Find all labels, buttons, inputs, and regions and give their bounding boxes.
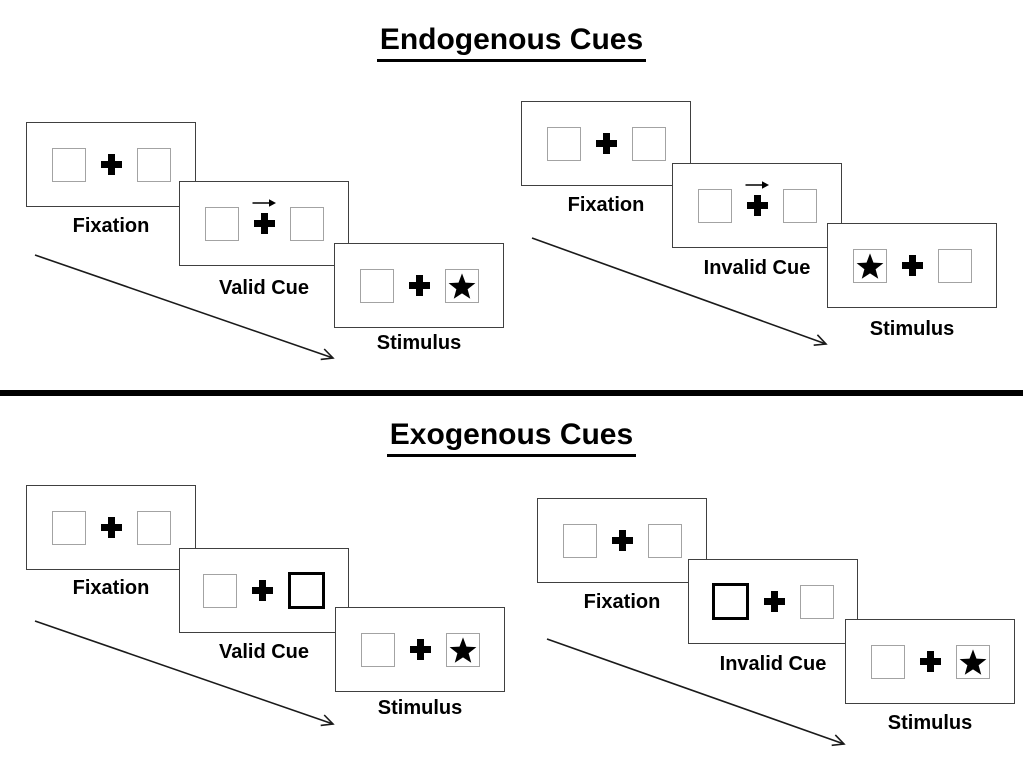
exogenous-valid-fixation-panel xyxy=(26,485,196,570)
fixation-cross-wrap xyxy=(901,255,923,276)
fixation-cross-wrap xyxy=(252,199,276,234)
plus-icon xyxy=(100,154,122,175)
exogenous-section-title: Exogenous Cues xyxy=(0,417,1023,457)
panel-label: Stimulus xyxy=(869,318,955,340)
panel-label: Valid Cue xyxy=(218,641,310,663)
endogenous-valid-stimulus-panel xyxy=(334,243,504,328)
fixation-cross-wrap xyxy=(595,133,617,154)
plus-icon xyxy=(595,133,617,154)
plus-icon xyxy=(253,213,275,234)
exogenous-invalid-fixation-panel xyxy=(537,498,707,583)
panel-label: Fixation xyxy=(583,591,661,613)
right-target-box xyxy=(445,632,480,667)
panel-label: Invalid Cue xyxy=(719,653,827,675)
right-arrow-icon xyxy=(745,181,769,189)
right-arrow-icon xyxy=(252,199,276,207)
panel-label: Fixation xyxy=(72,577,150,599)
plus-icon xyxy=(252,580,273,601)
panel-label: Valid Cue xyxy=(218,277,310,299)
exogenous-invalid-stimulus-panel xyxy=(845,619,1015,704)
exogenous-valid-stimulus-panel xyxy=(335,607,505,692)
star-icon xyxy=(448,272,475,299)
panel-label: Stimulus xyxy=(376,332,462,354)
right-placeholder-box xyxy=(631,126,666,161)
star-icon xyxy=(856,252,883,279)
right-placeholder-box xyxy=(136,147,171,182)
right-cue-box xyxy=(288,572,325,609)
endogenous-invalid-cue-panel xyxy=(672,163,842,248)
plus-icon xyxy=(746,195,768,216)
section-divider xyxy=(0,390,1023,396)
fixation-cross-wrap xyxy=(100,154,122,175)
fixation-cross-wrap xyxy=(611,530,633,551)
endogenous-valid-fixation-panel xyxy=(26,122,196,207)
right-placeholder-box xyxy=(647,523,682,558)
panel-label: Invalid Cue xyxy=(703,257,811,279)
right-placeholder-box xyxy=(289,206,324,241)
endogenous-section-title: Endogenous Cues xyxy=(0,22,1023,62)
right-placeholder-box xyxy=(800,584,834,619)
plus-icon xyxy=(100,517,122,538)
right-target-box xyxy=(444,268,479,303)
timeline-arrow xyxy=(34,254,335,361)
left-placeholder-box xyxy=(51,510,86,545)
right-placeholder-box xyxy=(937,248,972,283)
endogenous-invalid-stimulus-panel xyxy=(827,223,997,308)
fixation-cross-wrap xyxy=(919,651,941,672)
star-icon xyxy=(959,648,986,675)
left-placeholder-box xyxy=(360,632,395,667)
endogenous-section-title-text: Endogenous Cues xyxy=(376,22,647,62)
left-placeholder-box xyxy=(870,644,905,679)
fixation-cross-wrap xyxy=(252,580,273,601)
exogenous-valid-cue-panel xyxy=(179,548,349,633)
plus-icon xyxy=(901,255,923,276)
left-placeholder-box xyxy=(546,126,581,161)
fixation-cross-wrap xyxy=(764,591,785,612)
left-cue-box xyxy=(712,583,749,620)
exogenous-invalid-cue-panel xyxy=(688,559,858,644)
left-placeholder-box xyxy=(697,188,732,223)
fixation-cross-wrap xyxy=(408,275,430,296)
exogenous-section-title-text: Exogenous Cues xyxy=(386,417,637,457)
panel-label: Stimulus xyxy=(377,697,463,719)
fixation-cross-wrap xyxy=(100,517,122,538)
timeline-arrow xyxy=(546,638,846,747)
left-placeholder-box xyxy=(203,573,237,608)
endogenous-invalid-fixation-panel xyxy=(521,101,691,186)
star-icon xyxy=(449,636,476,663)
left-placeholder-box xyxy=(51,147,86,182)
right-placeholder-box xyxy=(136,510,171,545)
left-placeholder-box xyxy=(562,523,597,558)
left-placeholder-box xyxy=(359,268,394,303)
plus-icon xyxy=(408,275,430,296)
plus-icon xyxy=(611,530,633,551)
timeline-arrow xyxy=(531,237,828,346)
left-target-box xyxy=(852,248,887,283)
right-placeholder-box xyxy=(782,188,817,223)
fixation-cross-wrap xyxy=(745,181,769,216)
fixation-cross-wrap xyxy=(409,639,431,660)
left-placeholder-box xyxy=(204,206,239,241)
timeline-arrow xyxy=(34,620,335,727)
plus-icon xyxy=(764,591,785,612)
panel-label: Fixation xyxy=(72,215,150,237)
endogenous-valid-cue-panel xyxy=(179,181,349,266)
right-target-box xyxy=(955,644,990,679)
panel-label: Fixation xyxy=(567,194,645,216)
plus-icon xyxy=(919,651,941,672)
panel-label: Stimulus xyxy=(887,712,973,734)
plus-icon xyxy=(409,639,431,660)
